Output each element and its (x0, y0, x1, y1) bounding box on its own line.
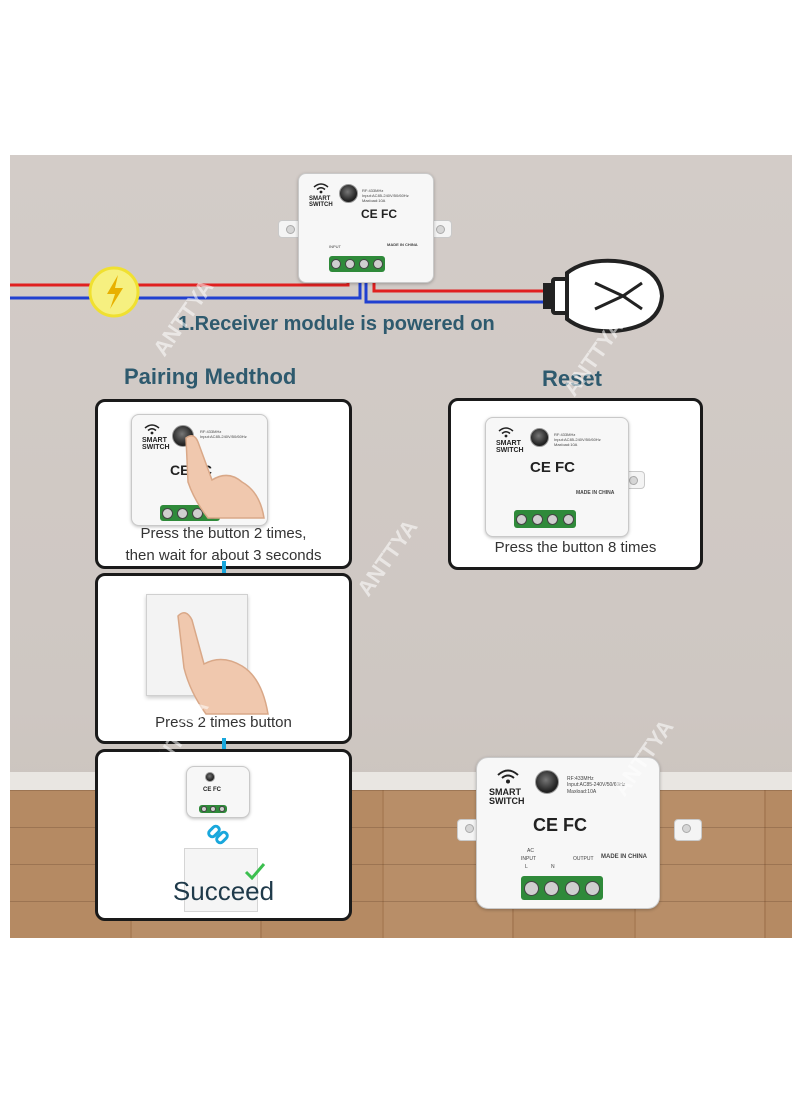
brand-line1: SMART (496, 440, 521, 447)
brand-line2: SWITCH (142, 444, 170, 452)
pair-button[interactable] (535, 770, 559, 794)
pin-l-label: L (525, 864, 528, 870)
cert-marks: CE FC (533, 815, 587, 835)
lightning-icon (88, 266, 140, 318)
hand-icon (177, 612, 269, 715)
brand-line1: SMART (142, 437, 167, 444)
pin-n-label: N (551, 864, 555, 870)
wall-switch (184, 848, 258, 912)
spec-rf: RF:433MHz (200, 429, 222, 434)
scene-background: SMART SWITCH RF:433MHz Input:AC85-240V/5… (10, 155, 792, 938)
terminal-block (199, 805, 227, 813)
terminal-block (329, 256, 385, 272)
spec-input: Input:AC85-240V/50/60Hz (567, 782, 626, 789)
spec-rf: RF:433MHz (362, 188, 384, 193)
spec-rf: RF:433MHz (567, 776, 594, 782)
pair-button[interactable] (339, 184, 358, 203)
spec-load: Maxload:10A (567, 788, 597, 795)
brand-line1: SMART (309, 196, 331, 202)
wiring-diagram (10, 258, 665, 334)
pairing-step-succeed: CE FC Succeed (95, 749, 352, 921)
brand-line2: SWITCH (489, 796, 525, 807)
spec-load: Maxload:10A (554, 442, 578, 447)
made-in-label: MADE IN CHINA (576, 490, 615, 496)
light-bulb-icon (543, 258, 665, 334)
reset-button[interactable] (530, 428, 549, 447)
module-ear-right (428, 220, 452, 238)
cert-marks: CE FC (530, 459, 575, 476)
spec-input: Input:AC85-240V/50/60Hz (554, 437, 601, 442)
hand-icon (185, 435, 265, 519)
wifi-icon (144, 424, 160, 435)
brand-line2: SWITCH (496, 447, 524, 455)
reset-title: Reset (542, 366, 602, 391)
output-label: OUTPUT (573, 856, 594, 862)
pairing-step-remote: Press 2 times button (95, 573, 352, 744)
reset-caption: Press the button 8 times (494, 539, 657, 556)
link-icon (207, 824, 229, 845)
terminal-block (521, 876, 603, 900)
spec-input: Input:AC85-240V/50/60Hz (362, 193, 409, 198)
made-in-label: MADE IN CHINA (601, 854, 647, 860)
check-icon (244, 863, 266, 880)
ac-label: AC (527, 848, 534, 854)
input-label: INPUT (521, 856, 536, 862)
pairing-title: Pairing Medthod (124, 364, 297, 389)
remote-caption: Press 2 times button (155, 714, 292, 731)
wifi-icon (497, 769, 519, 784)
cert-marks: CE FC (361, 207, 397, 221)
wifi-icon (498, 427, 514, 438)
pairing-step-press: SMART SWITCH RF:433MHz Input:AC85-240V/5… (95, 399, 352, 569)
pair-button[interactable] (205, 772, 215, 782)
press-caption-line2: then wait for about 3 seconds (125, 547, 322, 564)
success-caption: Succeed (172, 876, 275, 906)
spec-input: Input:AC85-240V/50/60Hz (200, 434, 247, 439)
receiver-module-top: SMART SWITCH RF:433MHz Input:AC85-240V/5… (298, 173, 434, 283)
module-ear-right (674, 819, 702, 841)
terminal-block (514, 510, 576, 528)
made-in-label: MADE IN CHINA (387, 242, 418, 247)
spec-rf: RF:433MHz (554, 432, 576, 437)
module-reset: SMART SWITCH RF:433MHz Input:AC85-240V/5… (485, 417, 629, 537)
wifi-icon (313, 183, 329, 194)
input-label: INPUT (329, 244, 341, 249)
module-mini: CE FC (186, 766, 250, 818)
spec-load: Maxload:10A (362, 198, 386, 203)
brand-line1: SMART (489, 787, 521, 797)
reset-step: SMART SWITCH RF:433MHz Input:AC85-240V/5… (448, 398, 703, 570)
brand-line2: SWITCH (309, 202, 333, 209)
cert-marks: CE FC (203, 787, 221, 793)
receiver-module-large: SMART SWITCH RF:433MHz Input:AC85-240V/5… (476, 757, 660, 909)
step1-label: 1.Receiver module is powered on (178, 313, 495, 335)
press-caption-line1: Press the button 2 times, (140, 525, 307, 542)
